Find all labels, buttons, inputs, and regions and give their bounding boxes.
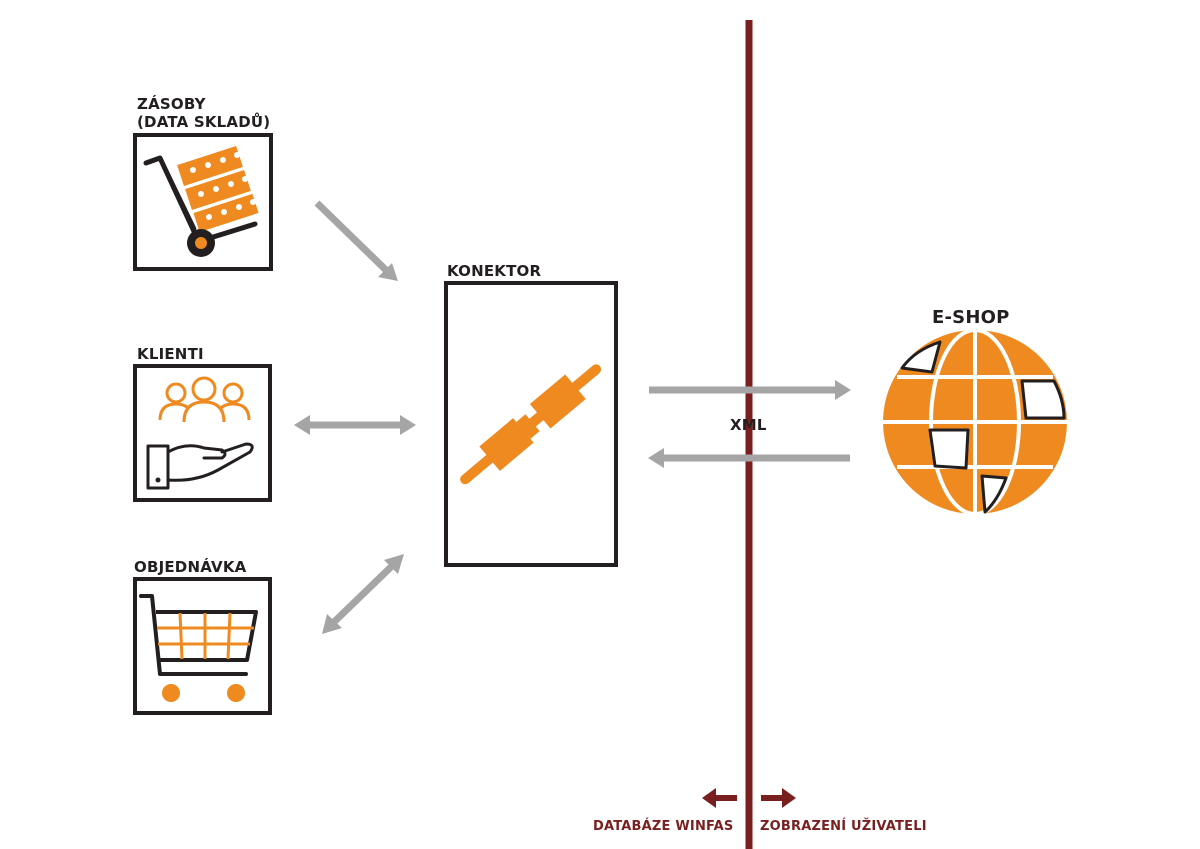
arrow-left-database [702, 788, 737, 808]
arrow-right-display [761, 788, 796, 808]
stock-node [133, 133, 273, 271]
globe-icon [883, 328, 1067, 516]
clients-node [133, 364, 272, 502]
xml-label: XML [730, 416, 767, 434]
stock-label-line1: ZÁSOBY [137, 95, 206, 113]
user-display-label: ZOBRAZENÍ UŽIVATELI [760, 819, 927, 834]
arrow-clients-connector [294, 415, 416, 435]
clients-hand-icon [146, 376, 254, 490]
database-winfas-label: DATABÁZE WINFAS [593, 819, 734, 834]
order-node [133, 577, 272, 715]
arrow-order-connector [322, 554, 404, 634]
arrow-stock-to-connector [314, 200, 398, 281]
order-label: OBJEDNÁVKA [134, 558, 247, 576]
eshop-label: E-SHOP [932, 307, 1010, 328]
stock-label-line2: (DATA SKLADŮ) [137, 113, 271, 131]
plug-connector-icon [460, 364, 602, 485]
connector-label: KONEKTOR [447, 262, 542, 280]
arrow-eshop-to-connector [648, 448, 850, 468]
connector-node [444, 281, 618, 567]
shopping-cart-icon [139, 594, 258, 702]
arrow-connector-to-eshop [649, 380, 851, 400]
hand-truck-icon [143, 143, 262, 257]
clients-label: KLIENTI [137, 345, 204, 363]
